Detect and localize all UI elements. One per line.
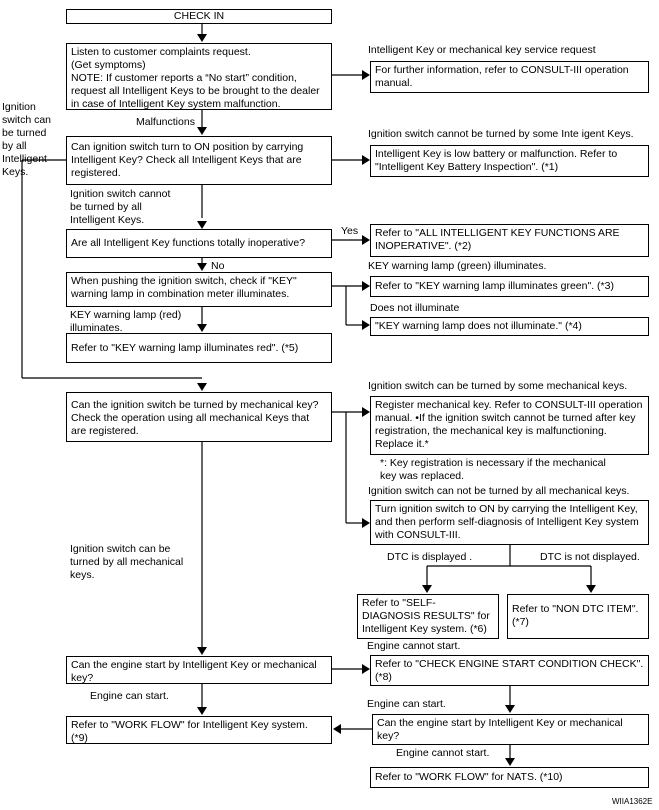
work-flow-ik-box: Refer to "WORK FLOW" for Intelligent Key…	[66, 716, 332, 744]
non-dtc-item-box: Refer to "NON DTC ITEM". (*7)	[507, 594, 649, 639]
dtc-not-displayed-label: DTC is not displayed.	[540, 551, 640, 563]
all-inoperative-question-box: Are all Intelligent Key functions totall…	[66, 229, 332, 258]
push-ignition-box: When pushing the ignition switch, check …	[66, 272, 332, 307]
cannot-some-keys-label: Ignition switch cannot be turned by some…	[368, 128, 634, 140]
engine-cannot-start-label-1: Engine cannot start.	[367, 640, 461, 652]
engine-can-start-label-2: Engine can start.	[367, 698, 446, 710]
dtc-displayed-label: DTC is displayed .	[387, 551, 473, 563]
all-inoperative-ref-box: Refer to "ALL INTELLIGENT KEY FUNCTIONS …	[370, 224, 649, 257]
key-registration-footnote: *: Key registration is necessary if the …	[380, 457, 606, 482]
further-info-box: For further information, refer to CONSUL…	[370, 61, 649, 93]
does-not-illuminate-label: Does not illuminate	[370, 302, 460, 314]
no-illuminate-ref-box: "KEY warning lamp does not illuminate." …	[370, 317, 649, 336]
engine-cannot-start-label-2: Engine cannot start.	[396, 747, 490, 759]
low-battery-box: Intelligent Key is low battery or malfun…	[370, 145, 649, 177]
engine-start-question-box: Can the engine start by Intelligent Key …	[66, 656, 332, 684]
no-label: No	[211, 260, 225, 272]
mechanical-key-question-box: Can the ignition switch be turned by mec…	[66, 392, 332, 442]
green-lamp-ref-box: Refer to "KEY warning lamp illuminates g…	[370, 276, 649, 297]
engine-can-start-label-1: Engine can start.	[90, 690, 169, 702]
self-diagnosis-results-box: Refer to "SELF-DIAGNOSIS RESULTS" for In…	[357, 594, 499, 639]
red-lamp-label: KEY warning lamp (red) illuminates.	[70, 309, 182, 334]
malfunctions-label: Malfunctions	[136, 116, 195, 128]
self-diagnosis-box: Turn ignition switch to ON by carrying t…	[370, 500, 649, 545]
green-lamp-label: KEY warning lamp (green) illuminates.	[368, 260, 547, 272]
ignition-all-keys-label: Ignition switch can be turned by all Int…	[2, 101, 52, 178]
listen-customer-box: Listen to customer complaints request. (…	[66, 43, 332, 110]
check-in-box: CHECK IN	[66, 9, 332, 24]
work-flow-nats-box: Refer to "WORK FLOW" for NATS. (*10)	[370, 767, 649, 788]
yes-label: Yes	[341, 225, 359, 237]
register-mechanical-key-box: Register mechanical key. Refer to CONSUL…	[370, 396, 649, 455]
can-some-mech-label: Ignition switch can be turned by some me…	[368, 380, 628, 392]
can-ign-on-box: Can ignition switch turn to ON position …	[66, 136, 332, 185]
can-all-mech-label: Ignition switch can be turned by all mec…	[70, 543, 184, 581]
cannot-all-mech-label: Ignition switch can not be turned by all…	[368, 485, 630, 497]
red-lamp-ref-box: Refer to "KEY warning lamp illuminates r…	[66, 333, 332, 363]
check-engine-start-box: Refer to "CHECK ENGINE START CONDITION C…	[370, 655, 649, 686]
cannot-all-keys-label: Ignition switch cannot be turned by all …	[70, 188, 171, 226]
engine-start-question-2-box: Can the engine start by Intelligent Key …	[372, 714, 649, 745]
service-request-label: Intelligent Key or mechanical key servic…	[368, 44, 596, 56]
figure-id-label: WIIA1362E	[612, 797, 653, 806]
